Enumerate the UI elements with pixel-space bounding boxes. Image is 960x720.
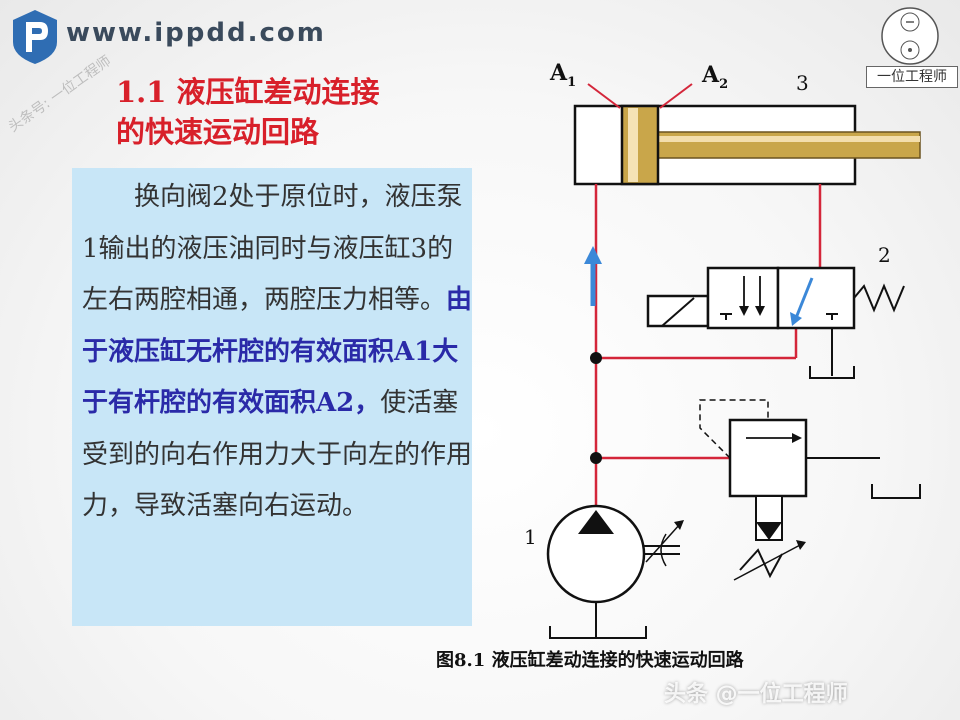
slide-title: 1.1 液压缸差动连接 的快速运动回路 xyxy=(116,72,380,152)
author-seal-icon xyxy=(881,7,939,65)
junction-node xyxy=(590,452,602,464)
directional-valve-2 xyxy=(646,266,905,379)
piston xyxy=(620,104,660,186)
site-url: www.ippdd.com xyxy=(66,18,326,48)
hydraulic-pump-1 xyxy=(546,504,684,639)
explanation-highlight: 由于液压缸无杆腔的有效面积A1大于有杆腔的有效面积A2， xyxy=(82,285,473,418)
label-valve-2: 2 xyxy=(878,243,891,267)
explanation-part-1: 换向阀2处于原位时，液压泵1输出的液压油同时与液压缸3的左右两腔相通，两腔压力相… xyxy=(82,182,463,315)
relief-valve xyxy=(699,399,921,581)
hydraulic-circuit-diagram: A1 A2 3 2 xyxy=(524,60,921,639)
brand-logo-icon xyxy=(13,10,57,64)
explanation-box xyxy=(72,168,472,626)
label-pump-1: 1 xyxy=(524,525,537,549)
explanation-text: 换向阀2处于原位时，液压泵1输出的液压油同时与液压缸3的左右两腔相通，两腔压力相… xyxy=(82,172,474,533)
explanation-part-3: 使活塞受到的向右作用力大于向左的作用力，导致活塞向右运动。 xyxy=(82,388,473,521)
title-line-1: 1.1 液压缸差动连接 xyxy=(116,75,380,109)
label-a2: A2 xyxy=(701,62,728,92)
label-a1: A1 xyxy=(549,60,576,90)
piston-rod xyxy=(657,131,921,159)
bottom-watermark: 头条 @一位工程师 xyxy=(664,682,848,707)
flow-arrow-icon xyxy=(584,246,602,306)
label-cylinder-3: 3 xyxy=(796,71,809,95)
figure-caption: 图8.1 液压缸差动连接的快速运动回路 xyxy=(436,650,744,671)
author-seal-label: 一位工程师 xyxy=(866,66,958,88)
junction-node xyxy=(590,352,602,364)
title-line-2: 的快速运动回路 xyxy=(116,115,320,149)
